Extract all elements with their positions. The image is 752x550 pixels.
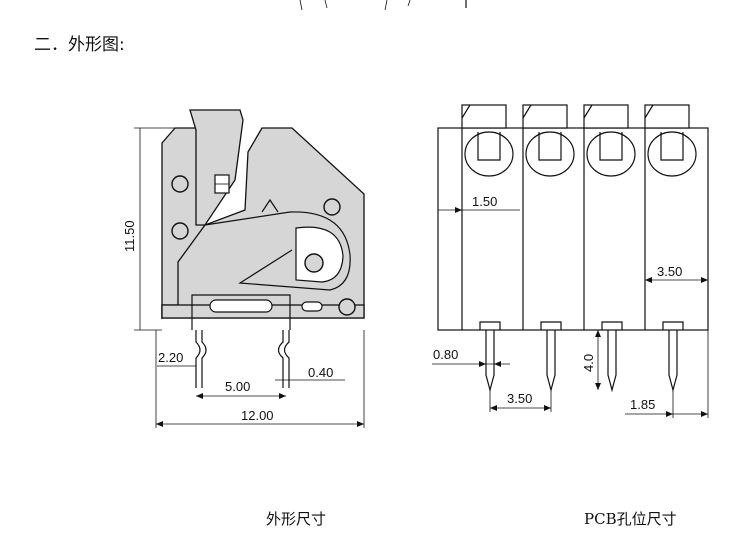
caption-outline-dimensions: 外形尺寸: [266, 510, 327, 528]
side-view: 11.50 2.20 5.00 0.40 12.00: [122, 109, 365, 428]
front-view: 1.50 3.50 0.80 4.0 3.50 1.85: [432, 104, 709, 418]
dim-pcb-pitch: 3.50: [507, 391, 532, 406]
dim-pcb-edge: 1.85: [630, 397, 655, 412]
mount-hole: [304, 253, 324, 273]
clamp-slots: [461, 104, 697, 177]
dim-wall: 1.50: [472, 194, 497, 209]
lever: [189, 109, 244, 226]
dim-pitch: 5.00: [225, 379, 250, 394]
dim-pin-thickness: 0.40: [308, 365, 333, 380]
dim-pin-length: 4.0: [581, 354, 596, 372]
dim-pin-width: 0.80: [433, 347, 458, 362]
mount-hole: [323, 198, 341, 216]
pin: [195, 330, 207, 388]
mount-hole: [171, 222, 189, 240]
top-artifacts: [299, 0, 467, 11]
mount-hole: [338, 298, 356, 316]
mount-hole: [171, 175, 189, 193]
section-heading: 二．外形图:: [34, 35, 125, 55]
dim-width: 12.00: [241, 408, 274, 423]
bottom-slot: [209, 299, 273, 313]
dim-height: 11.50: [122, 220, 137, 252]
dim-front-pitch: 3.50: [657, 264, 682, 279]
caption-pcb-hole-dimensions: PCB孔位尺寸: [584, 510, 677, 528]
bottom-slot: [301, 301, 323, 312]
dim-lead-offset: 2.20: [158, 350, 183, 365]
pin: [277, 330, 290, 388]
